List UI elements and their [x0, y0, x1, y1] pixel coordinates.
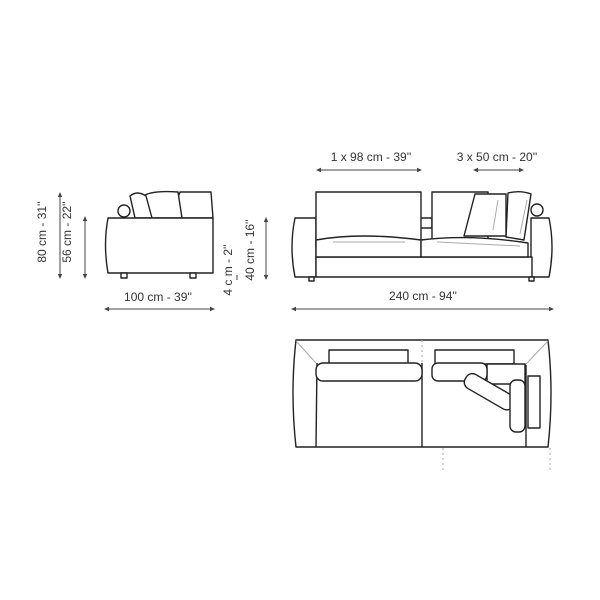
height-total-label: 80 cm - 31'' — [35, 201, 49, 262]
seat-height-label: 40 cm - 16'' — [243, 219, 257, 280]
cushions-label: 3 x 50 cm - 20'' — [457, 150, 538, 164]
back-cushion-label: 1 x 98 cm - 39'' — [331, 150, 412, 164]
width-label: 240 cm - 94'' — [389, 289, 457, 303]
leg-height-label: 4 c m - 2'' — [221, 244, 235, 295]
height-arm-label: 56 cm - 22'' — [60, 201, 74, 262]
depth-label: 100 cm - 39'' — [124, 290, 192, 304]
top-view — [292, 339, 552, 470]
front-view: 1 x 98 cm - 39'' 3 x 50 cm - 20'' 240 cm… — [291, 150, 554, 312]
side-view: 80 cm - 31'' 56 cm - 22'' 100 cm - 39'' … — [35, 190, 269, 312]
